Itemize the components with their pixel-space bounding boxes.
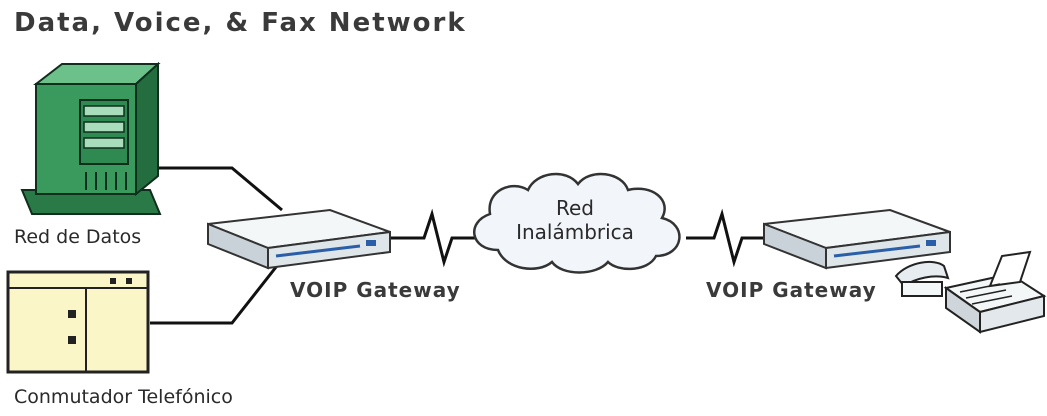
pbx-cabinet-icon [6,270,150,374]
link-pbx-gateway [150,261,282,325]
cloud-label-line2: Inalámbrica [516,220,634,244]
gateway-device-icon [207,208,391,270]
gateway-left-label: VOIP Gateway [290,278,461,302]
phone-switch-label: Conmutador Telefónico [14,386,233,408]
fax-machine-icon [943,250,1047,334]
link-cloud-gateway [686,208,772,268]
wireless-cloud-icon [473,172,681,274]
gateway-device-icon [763,208,951,270]
diagram-title: Data, Voice, & Fax Network [14,8,467,38]
connection-lines [150,166,772,325]
gateway-right-label: VOIP Gateway [706,278,877,302]
link-gateway-cloud [388,208,486,268]
cloud-label-line1: Red [556,196,594,220]
cloud-label: Red Inalámbrica [470,196,680,244]
phone-icon [894,260,950,297]
link-server-gateway [150,166,283,212]
server-icon [20,61,162,215]
data-network-label: Red de Datos [14,226,142,248]
